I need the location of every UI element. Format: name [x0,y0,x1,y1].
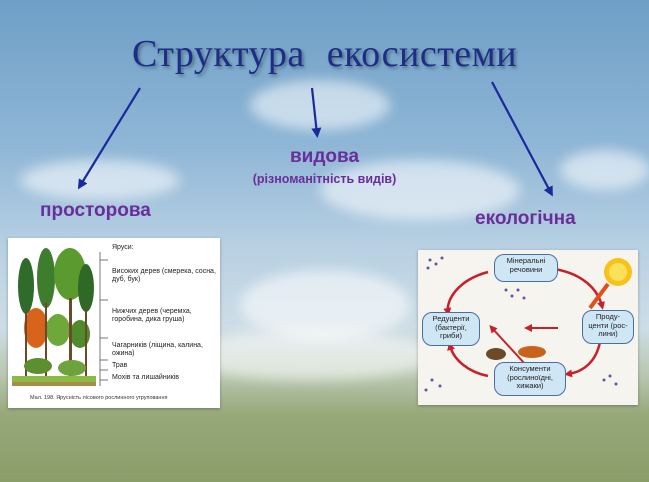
ecosystem-cycle-image: Мінеральні речовини Проду-центи (рос-лин… [418,250,638,405]
tiers-heading: Яруси: [112,244,134,251]
species-note: (різноманітність видів) [252,172,397,186]
tier-label: Нижчих дерев (черемха, горобина, дика гр… [112,308,192,323]
cloud [250,80,390,130]
slide-title: Структура екосистеми [131,33,518,75]
tier-label: Високих дерев (смерека, сосна, дуб, бук) [112,268,216,283]
cloud [560,150,649,190]
tier-label: Мохів та лишайників [112,374,179,381]
ecological-label: екологічна [475,208,576,229]
arrow-to-ecological [491,81,553,197]
cloud [180,330,440,380]
species-label: видова [289,146,360,167]
tier-label: Чагарників (ліщина, калина, ожина) [112,342,203,357]
cloud [20,160,180,200]
cloud [320,160,520,220]
consumers-box: Консументи (рослиноїдні, хижаки) [494,362,566,396]
minerals-box: Мінеральні речовини [494,254,558,282]
cycle-illustration [424,256,632,392]
spatial-label: просторова [40,200,151,221]
cloud [240,270,410,340]
arrow-to-spatial [77,87,141,190]
forest-illustration [8,238,220,408]
decomposers-box: Редуценти (бактерії, гриби) [422,312,480,346]
forest-caption: Мал. 198. Ярусність лісового рослинного … [30,395,168,401]
arrow-to-species [310,87,322,138]
tier-label: Трав [112,362,128,369]
forest-tiers-image: Яруси: Високих дерев (смерека, сосна, ду… [8,238,220,408]
producers-box: Проду-центи (рос-лини) [582,310,634,344]
